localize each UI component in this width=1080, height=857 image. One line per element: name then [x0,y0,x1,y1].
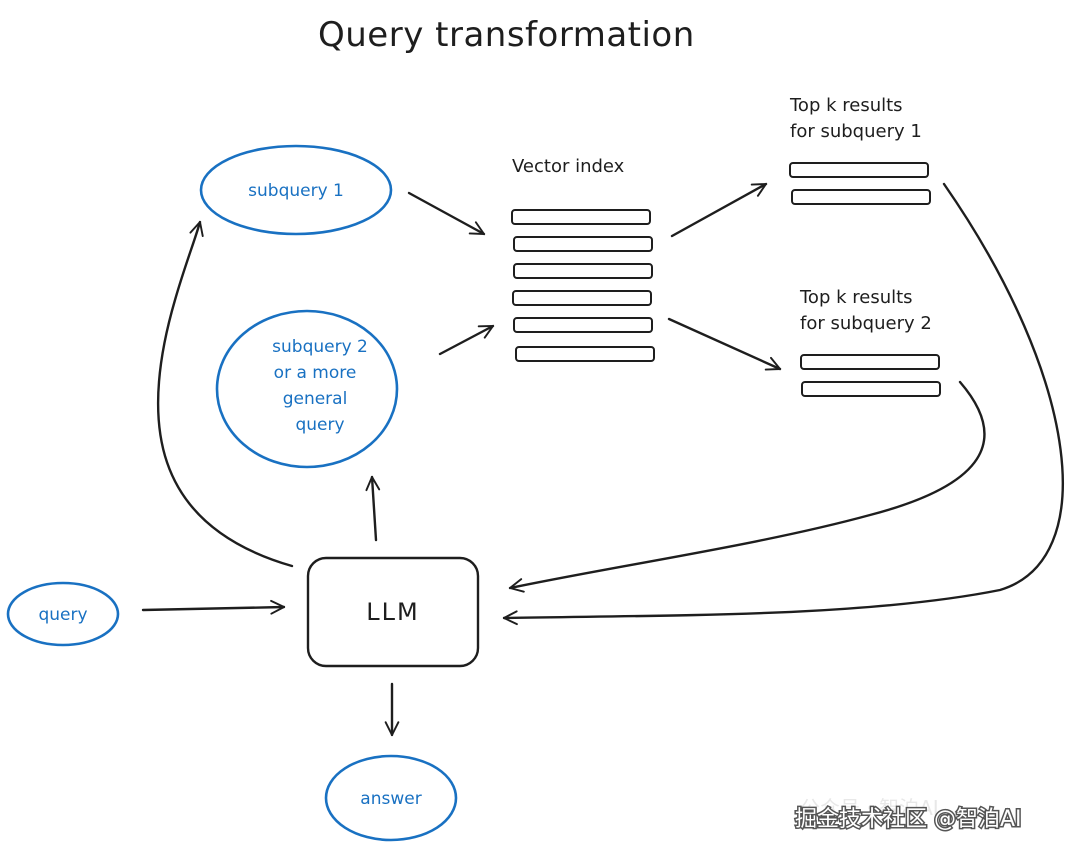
vector-index-row [515,346,655,362]
subquery-2-ellipse [215,309,399,469]
answer-ellipse [324,754,458,842]
subquery-2-line-2: or a more [274,363,357,383]
results-2-line-2: for subquery 2 [800,313,932,334]
watermark-text: 掘金技术社区 @智泊AI [795,807,1022,832]
result-row [800,354,940,370]
results-1-line-2: for subquery 1 [790,121,922,142]
query-node: query [6,581,120,647]
vector-index: Vector index [511,156,655,362]
subquery-1-ellipse [199,144,393,236]
result-row [791,189,931,205]
subquery-2-node: subquery 2 or a more general query [215,309,399,469]
arrow-llm-to-subquery-2 [365,475,381,542]
results-2-line-1: Top k results [799,287,913,308]
subquery-1-node: subquery 1 [199,144,393,236]
arrow-index-to-results-2 [667,317,782,371]
answer-label: answer [360,789,421,809]
results-1-line-1: Top k results [789,95,903,116]
diagram-title: Query transformation [318,15,695,55]
results-subquery-2: Top k results for subquery 2 [799,287,941,397]
watermark-faint-text: 公众号 · 智泊AI [800,796,939,820]
arrow-results-2-to-llm [508,380,986,593]
query-label: query [38,605,87,625]
arrow-results-1-to-llm [502,182,1064,626]
arrow-subquery-1-to-index [407,191,486,236]
llm-node: LLM [306,556,480,668]
vector-index-row [512,290,652,306]
subquery-2-line-4: query [295,415,344,435]
result-row [789,162,929,178]
watermark: 公众号 · 智泊AI 掘金技术社区 @智泊AI [794,796,1024,834]
vector-index-row [511,209,651,225]
arrow-query-to-llm [141,599,286,615]
vector-index-row [513,317,653,333]
arrow-subquery-2-to-index [438,324,495,356]
arrow-index-to-results-1 [670,182,768,238]
subquery-1-label: subquery 1 [248,181,344,201]
result-row [801,381,941,397]
vector-index-row [513,263,653,279]
query-ellipse [6,581,120,647]
vector-index-label: Vector index [512,156,625,177]
llm-label: LLM [366,598,419,626]
subquery-2-line-1: subquery 2 [272,337,368,357]
arrow-llm-to-subquery-1 [156,220,294,568]
llm-box [306,556,480,668]
vector-index-row [513,236,653,252]
answer-node: answer [324,754,458,842]
results-subquery-1: Top k results for subquery 1 [789,95,931,205]
subquery-2-line-3: general [283,389,348,409]
